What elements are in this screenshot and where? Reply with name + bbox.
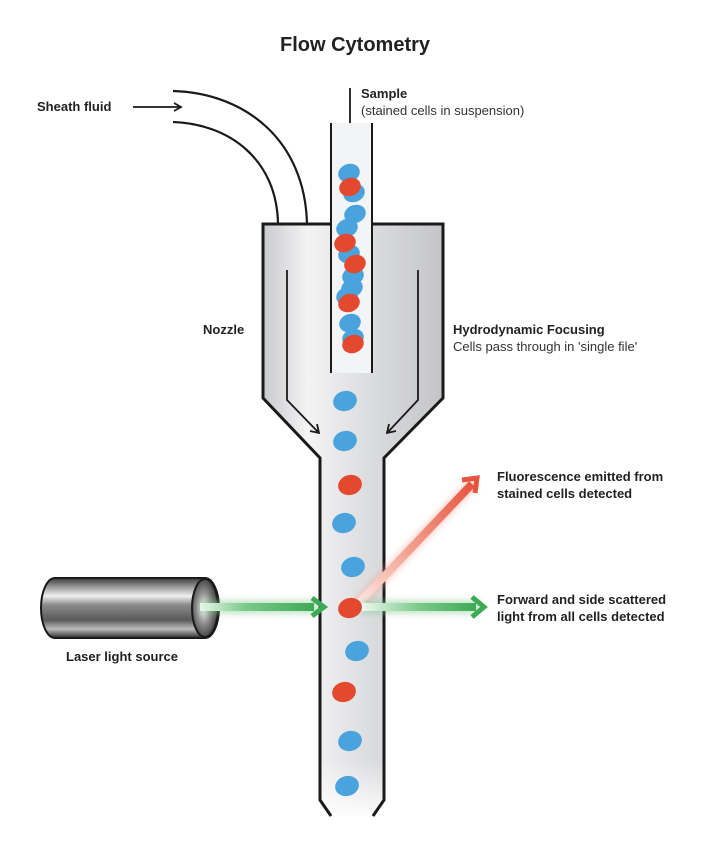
interrogated-cell — [338, 597, 362, 619]
scatter-arrow-icon — [362, 595, 488, 619]
cell-blue — [333, 430, 357, 452]
scatter-label-line2: light from all cells detected — [497, 609, 665, 624]
cell-red — [334, 233, 356, 253]
sheath-fluid-arrow-icon — [133, 102, 183, 112]
fluorescence-label-line1: Fluorescence emitted from — [497, 469, 664, 484]
laser-beam-arrow-icon — [200, 596, 329, 618]
sheath-flow-right-arrow-icon — [385, 270, 419, 435]
cell-red — [342, 334, 364, 354]
cell-blue — [335, 775, 359, 797]
cell-blue — [338, 163, 360, 183]
cell-blue — [338, 730, 362, 752]
cell-blue — [336, 218, 358, 238]
sheath-flow-left-arrow-icon — [286, 270, 321, 435]
cell-red — [339, 177, 361, 197]
single-file-cells — [332, 390, 369, 797]
cell-blue — [341, 556, 365, 578]
cell-red — [338, 474, 362, 496]
nozzle-label: Nozzle — [203, 322, 245, 337]
cell-blue — [344, 204, 366, 224]
sample-tube-cells — [334, 163, 366, 354]
cell-red — [338, 293, 360, 313]
scatter-label-line1: Forward and side scattered — [497, 592, 667, 607]
sheath-fluid-label: Sheath fluid — [37, 99, 112, 114]
laser-icon — [40, 577, 220, 639]
hydrodynamic-focusing-sublabel: Cells pass through in 'single file' — [453, 339, 638, 354]
cell-blue — [339, 313, 361, 333]
fluorescence-label-line2: stained cells detected — [497, 486, 633, 501]
cell-red — [344, 254, 366, 274]
cell-blue — [333, 390, 357, 412]
fluorescence-arrow-icon — [353, 475, 480, 609]
sample-sublabel: (stained cells in suspension) — [361, 103, 525, 118]
cell-red — [332, 681, 356, 703]
sample-label: Sample — [361, 86, 408, 101]
hydrodynamic-focusing-label: Hydrodynamic Focusing — [453, 322, 605, 337]
laser-label: Laser light source — [66, 649, 178, 664]
diagram-title: Flow Cytometry — [279, 34, 431, 56]
sheath-fluid-tube — [172, 89, 309, 225]
cell-blue — [332, 512, 356, 534]
cell-blue — [345, 640, 369, 662]
